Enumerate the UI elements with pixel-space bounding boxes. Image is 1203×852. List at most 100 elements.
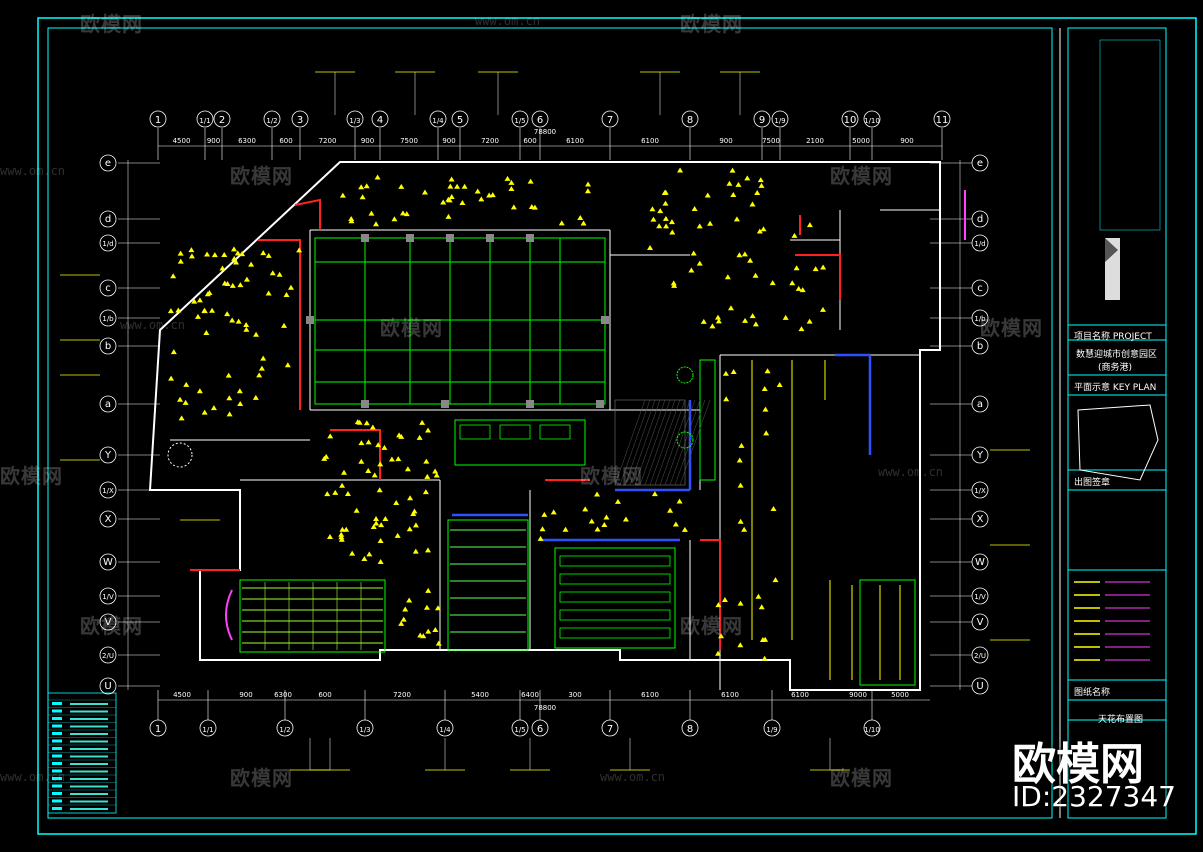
grid-label: b [105,341,111,352]
downlight [582,506,589,512]
downlight [688,267,695,273]
legend-symbol [52,792,62,795]
downlight [353,507,360,513]
downlight [235,318,242,324]
downlight [760,226,767,232]
grid-bubble [511,110,529,128]
downlight [194,313,201,319]
legend-table [47,581,1150,814]
panel-cell [459,424,491,440]
grid-label: 1/V [102,593,114,601]
downlight [373,516,380,522]
downlight [398,433,405,439]
downlight [210,405,217,411]
downlight [726,180,733,186]
hatch-line [674,399,706,486]
downlight [761,386,768,392]
grid-bubble [971,279,989,297]
grid-bubble [681,110,699,128]
downlight [715,318,722,324]
hatch-line [659,399,691,486]
grid-bubble [356,719,374,737]
grid-bubble [276,719,294,737]
downlight [425,587,432,593]
downlight [281,322,288,328]
legend-symbol [52,739,62,743]
downlight [812,266,819,272]
downlight [373,221,380,227]
legend-symbol [52,702,62,705]
downlight [400,616,407,622]
downlight [647,244,654,250]
downlight [377,461,384,467]
grid-label: 1/2 [266,117,277,125]
grid-label: Y [976,450,984,461]
hatch-line [654,399,686,486]
grid-label: 1/9 [766,726,777,734]
grid-label: 1/b [102,315,114,323]
drawing-name: 天花布置图 [1098,715,1144,725]
panel-cell [539,424,571,440]
legend-frame [47,692,117,814]
grid-label: 1/b [974,315,986,323]
downlight [752,272,759,278]
hatch-line [649,399,681,486]
ceiling-panels [239,237,916,686]
downlight [672,521,679,527]
downlight [761,655,768,661]
downlight [287,284,294,290]
downlight [175,307,182,313]
downlight [755,593,762,599]
downlight [737,518,744,524]
downlight [754,189,761,195]
light-lines [751,360,901,680]
downlight [737,600,744,606]
hatch-line [624,399,656,486]
downlight [168,375,175,381]
grid-label: 2/U [102,652,114,660]
grid-bubble [971,446,989,464]
downlight [432,626,439,632]
downlight [762,636,769,642]
downlight [434,605,441,611]
hatch-line [614,399,646,486]
hatch-line [664,399,696,486]
column [526,234,534,242]
downlight [398,620,405,626]
downlight [170,349,177,355]
dim-label: 5400 [471,691,489,699]
downlight [663,223,670,229]
dim-label: 7200 [393,691,411,699]
downlight [737,642,744,648]
watermark-url: www.om.cn [120,318,186,332]
key-plan-label: 平面示意 KEY PLAN [1074,383,1157,393]
grid-bubble [291,110,309,128]
downlight [363,420,370,426]
grid-bubble [971,587,989,605]
grid-bubble [531,110,549,128]
grid-label: 1/9 [774,117,785,125]
dim-label: 6100 [791,691,809,699]
grid-label: 1/4 [432,117,444,125]
dim-label: 900 [900,137,913,145]
dim-label: 600 [279,137,292,145]
downlight [327,534,334,540]
grid-label: 1/2 [279,726,290,734]
hatch-line [644,399,676,486]
downlight [758,182,765,188]
downlight [793,265,800,271]
downlight [433,472,440,478]
legend-symbol [52,732,62,735]
downlight [412,548,419,554]
grid-bubble [531,719,549,737]
grid-label: 11 [936,115,949,126]
downlight [230,246,237,252]
column [361,234,369,242]
downlight [237,282,244,288]
downlight [550,509,557,515]
grid-label: 3 [297,115,303,126]
downlight [614,498,621,504]
grid-label: d [977,214,983,225]
downlight [196,297,203,303]
